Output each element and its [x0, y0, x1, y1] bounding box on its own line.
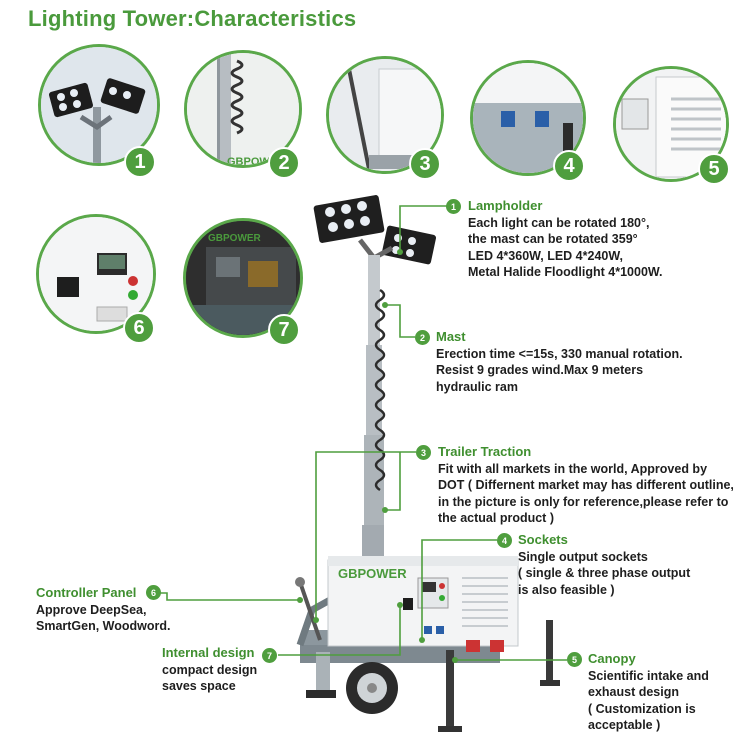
feature-line: saves space — [162, 679, 236, 693]
feature-heading: Lampholder — [468, 198, 543, 213]
feature-line: hydraulic ram — [436, 379, 518, 394]
feature-line: acceptable ) — [588, 718, 661, 732]
badge-5: 5 — [698, 153, 730, 185]
badge-1: 1 — [124, 146, 156, 178]
feature-heading: Internal design — [162, 645, 255, 660]
feature-line: Metal Halide Floodlight 4*1000W. — [468, 265, 663, 279]
callout-dot-6: 6 — [146, 585, 161, 600]
feature-trailer-traction: Trailer Traction Fit with all markets in… — [438, 444, 734, 527]
feature-line: is also feasible ) — [518, 582, 615, 597]
feature-heading: Trailer Traction — [438, 444, 532, 459]
callout-dot-5: 5 — [567, 652, 582, 667]
feature-canopy: Canopy Scientific intake and exhaust des… — [588, 651, 709, 734]
badge-4: 4 — [553, 150, 585, 182]
feature-internal-design: Internal design compact design saves spa… — [162, 645, 257, 695]
feature-controller-panel: Controller Panel Approve DeepSea, SmartG… — [36, 585, 171, 635]
feature-line: Scientific intake and — [588, 668, 709, 683]
feature-line: the actual product ) — [438, 511, 554, 525]
page-title: Lighting Tower:Characteristics — [28, 6, 357, 31]
lamp-heads — [313, 195, 437, 265]
feature-line: Single output sockets — [518, 549, 648, 564]
feature-line: exhaust design — [588, 685, 679, 699]
callout-dot-3: 3 — [416, 445, 431, 460]
feature-line: SmartGen, Woodword. — [36, 619, 171, 633]
badge-2: 2 — [268, 147, 300, 179]
feature-line: ( Customization is — [588, 701, 696, 716]
feature-line: the mast can be rotated 359° — [468, 232, 638, 246]
canopy-brand: GBPOWER — [338, 566, 407, 581]
feature-heading: Mast — [436, 329, 466, 344]
feature-line: Fit with all markets in the world, Appro… — [438, 461, 708, 476]
feature-line: Resist 9 grades wind.Max 9 meters — [436, 363, 644, 377]
feature-line: LED 4*360W, LED 4*240W, — [468, 248, 623, 263]
callout-dot-1: 1 — [446, 199, 461, 214]
badge-3: 3 — [409, 148, 441, 180]
feature-sockets: Sockets Single output sockets ( single &… — [518, 532, 690, 598]
mast — [362, 255, 386, 565]
feature-heading: Controller Panel — [36, 585, 137, 600]
feature-line: Each light can be rotated 180°, — [468, 215, 650, 230]
feature-heading: Canopy — [588, 651, 636, 666]
feature-line: Approve DeepSea, — [36, 602, 147, 617]
feature-lampholder: Lampholder Each light can be rotated 180… — [468, 198, 662, 281]
badge-6: 6 — [123, 312, 155, 344]
callout-dot-7: 7 — [262, 648, 277, 663]
badge-7: 7 — [268, 314, 300, 346]
callout-dot-2: 2 — [415, 330, 430, 345]
svg-text:GBPOWER: GBPOWER — [208, 233, 262, 244]
thumbnail-lampholder — [38, 44, 160, 166]
feature-line: compact design — [162, 662, 258, 677]
svg-text:GBPOWER: GBPOWER — [227, 156, 285, 168]
feature-mast: Mast Erection time <=15s, 330 manual rot… — [436, 329, 683, 395]
feature-line: in the picture is only for reference,ple… — [438, 494, 729, 509]
feature-line: ( single & three phase output — [518, 566, 691, 580]
callout-dot-4: 4 — [497, 533, 512, 548]
feature-line: Erection time <=15s, 330 manual rotation… — [436, 346, 683, 361]
feature-line: DOT ( Differnent market may has differen… — [438, 478, 734, 492]
generator-canopy: GBPOWER — [327, 556, 519, 652]
thumbnail-controller — [36, 214, 156, 334]
feature-heading: Sockets — [518, 532, 568, 547]
